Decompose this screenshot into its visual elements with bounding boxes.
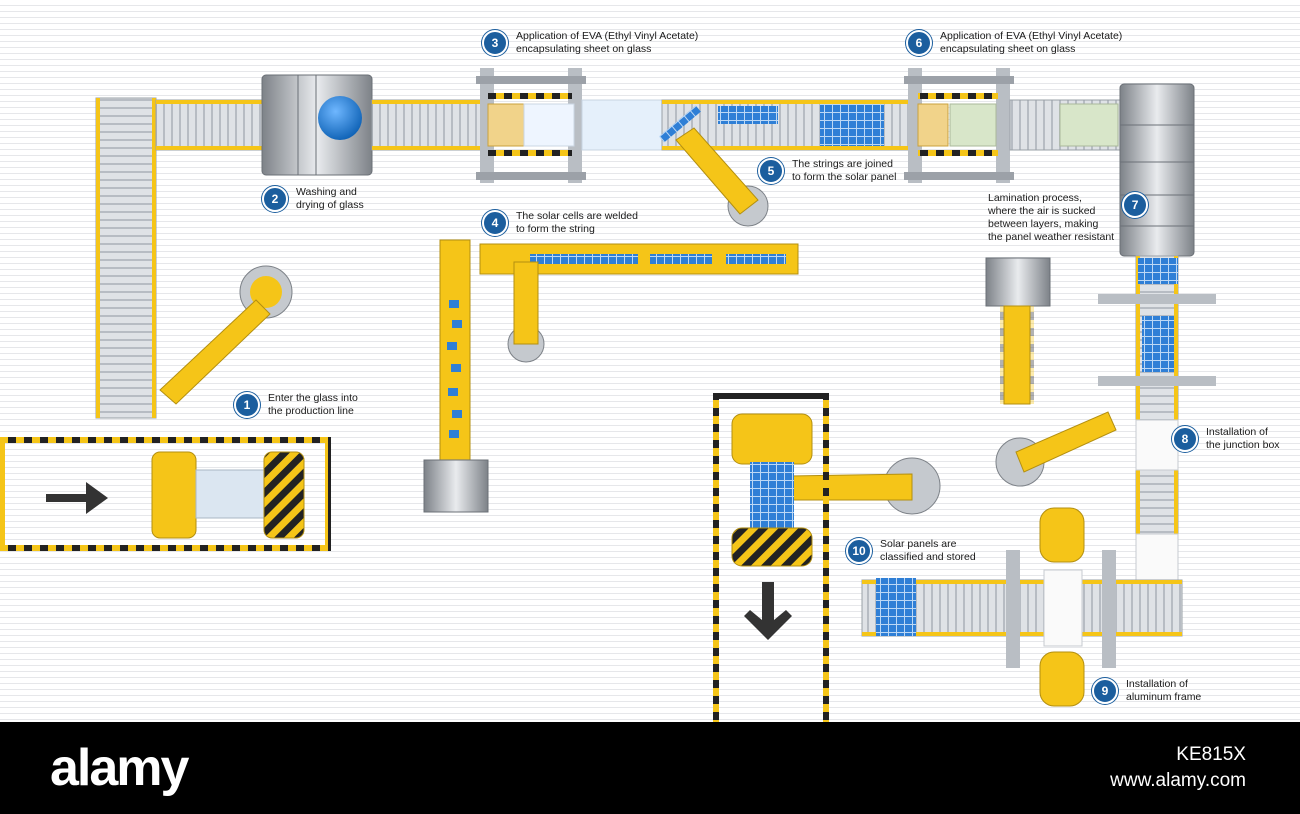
step-4: 4 The solar cells are welded to form the… bbox=[482, 210, 638, 236]
step-label: Installation of aluminum frame bbox=[1126, 678, 1202, 703]
step-label: Washing and drying of glass bbox=[296, 186, 364, 211]
frame-robot-top bbox=[1039, 507, 1085, 563]
step-label: Solar panels are classified and stored bbox=[880, 538, 976, 563]
site-url: www.alamy.com bbox=[1110, 770, 1246, 791]
frame-robot-bottom bbox=[1039, 651, 1085, 707]
entry-bay bbox=[0, 437, 331, 551]
step-badge: 3 bbox=[482, 30, 508, 56]
arrow-right-icon bbox=[46, 482, 108, 514]
step-10: 10 Solar panels are classified and store… bbox=[846, 538, 976, 564]
step-badge: 10 bbox=[846, 538, 872, 564]
step-label: The strings are joined to form the solar… bbox=[792, 158, 897, 183]
robot-arm-icon bbox=[659, 105, 769, 227]
step-label: Lamination process, where the air is suc… bbox=[988, 192, 1115, 243]
step-6: 6 Application of EVA (Ethyl Vinyl Acetat… bbox=[906, 30, 1122, 56]
step-label: Installation of the junction box bbox=[1206, 426, 1280, 451]
step-9: 9 Installation of aluminum frame bbox=[1092, 678, 1201, 704]
step-7: 7 Lamination process, where the air is s… bbox=[988, 192, 1149, 244]
step-badge: 9 bbox=[1092, 678, 1118, 704]
step-badge: 7 bbox=[1122, 192, 1149, 218]
step-2: 2 Washing and drying of glass bbox=[262, 186, 364, 212]
arrow-down-icon bbox=[744, 582, 792, 640]
step-8: 8 Installation of the junction box bbox=[1172, 426, 1280, 452]
robot-arm-icon bbox=[995, 411, 1117, 487]
step-badge: 2 bbox=[262, 186, 288, 212]
process-diagram-canvas bbox=[0, 0, 1300, 722]
entry-conveyor bbox=[95, 97, 157, 419]
step-label: The solar cells are welded to form the s… bbox=[516, 210, 638, 235]
eva-station-6 bbox=[904, 68, 1014, 183]
robot-arm-icon bbox=[507, 261, 545, 363]
washing-drum-icon bbox=[261, 74, 373, 176]
step-label: Enter the glass into the production line bbox=[268, 392, 358, 417]
step-label: Application of EVA (Ethyl Vinyl Acetate)… bbox=[516, 30, 699, 55]
step-badge: 4 bbox=[482, 210, 508, 236]
eva-station-3 bbox=[476, 68, 586, 183]
step-badge: 8 bbox=[1172, 426, 1198, 452]
watermark-footer bbox=[0, 722, 1300, 814]
step-1: 1 Enter the glass into the production li… bbox=[234, 392, 358, 418]
image-id: KE815X bbox=[1176, 744, 1246, 765]
storage-bay bbox=[713, 393, 829, 722]
step-badge: 1 bbox=[234, 392, 260, 418]
step-label: Application of EVA (Ethyl Vinyl Acetate)… bbox=[940, 30, 1123, 55]
step-5: 5 The strings are joined to form the sol… bbox=[758, 158, 896, 184]
step-3: 3 Application of EVA (Ethyl Vinyl Acetat… bbox=[482, 30, 698, 56]
brand-logo: alamy bbox=[50, 739, 189, 797]
top-conveyor-1 bbox=[155, 99, 267, 151]
cell-feeder-conveyor bbox=[439, 239, 471, 463]
robot-arm-icon bbox=[789, 457, 941, 515]
step-badge: 5 bbox=[758, 158, 784, 184]
step-badge: 6 bbox=[906, 30, 932, 56]
production-line-svg bbox=[0, 68, 1216, 722]
robot-arm-icon bbox=[159, 265, 293, 405]
